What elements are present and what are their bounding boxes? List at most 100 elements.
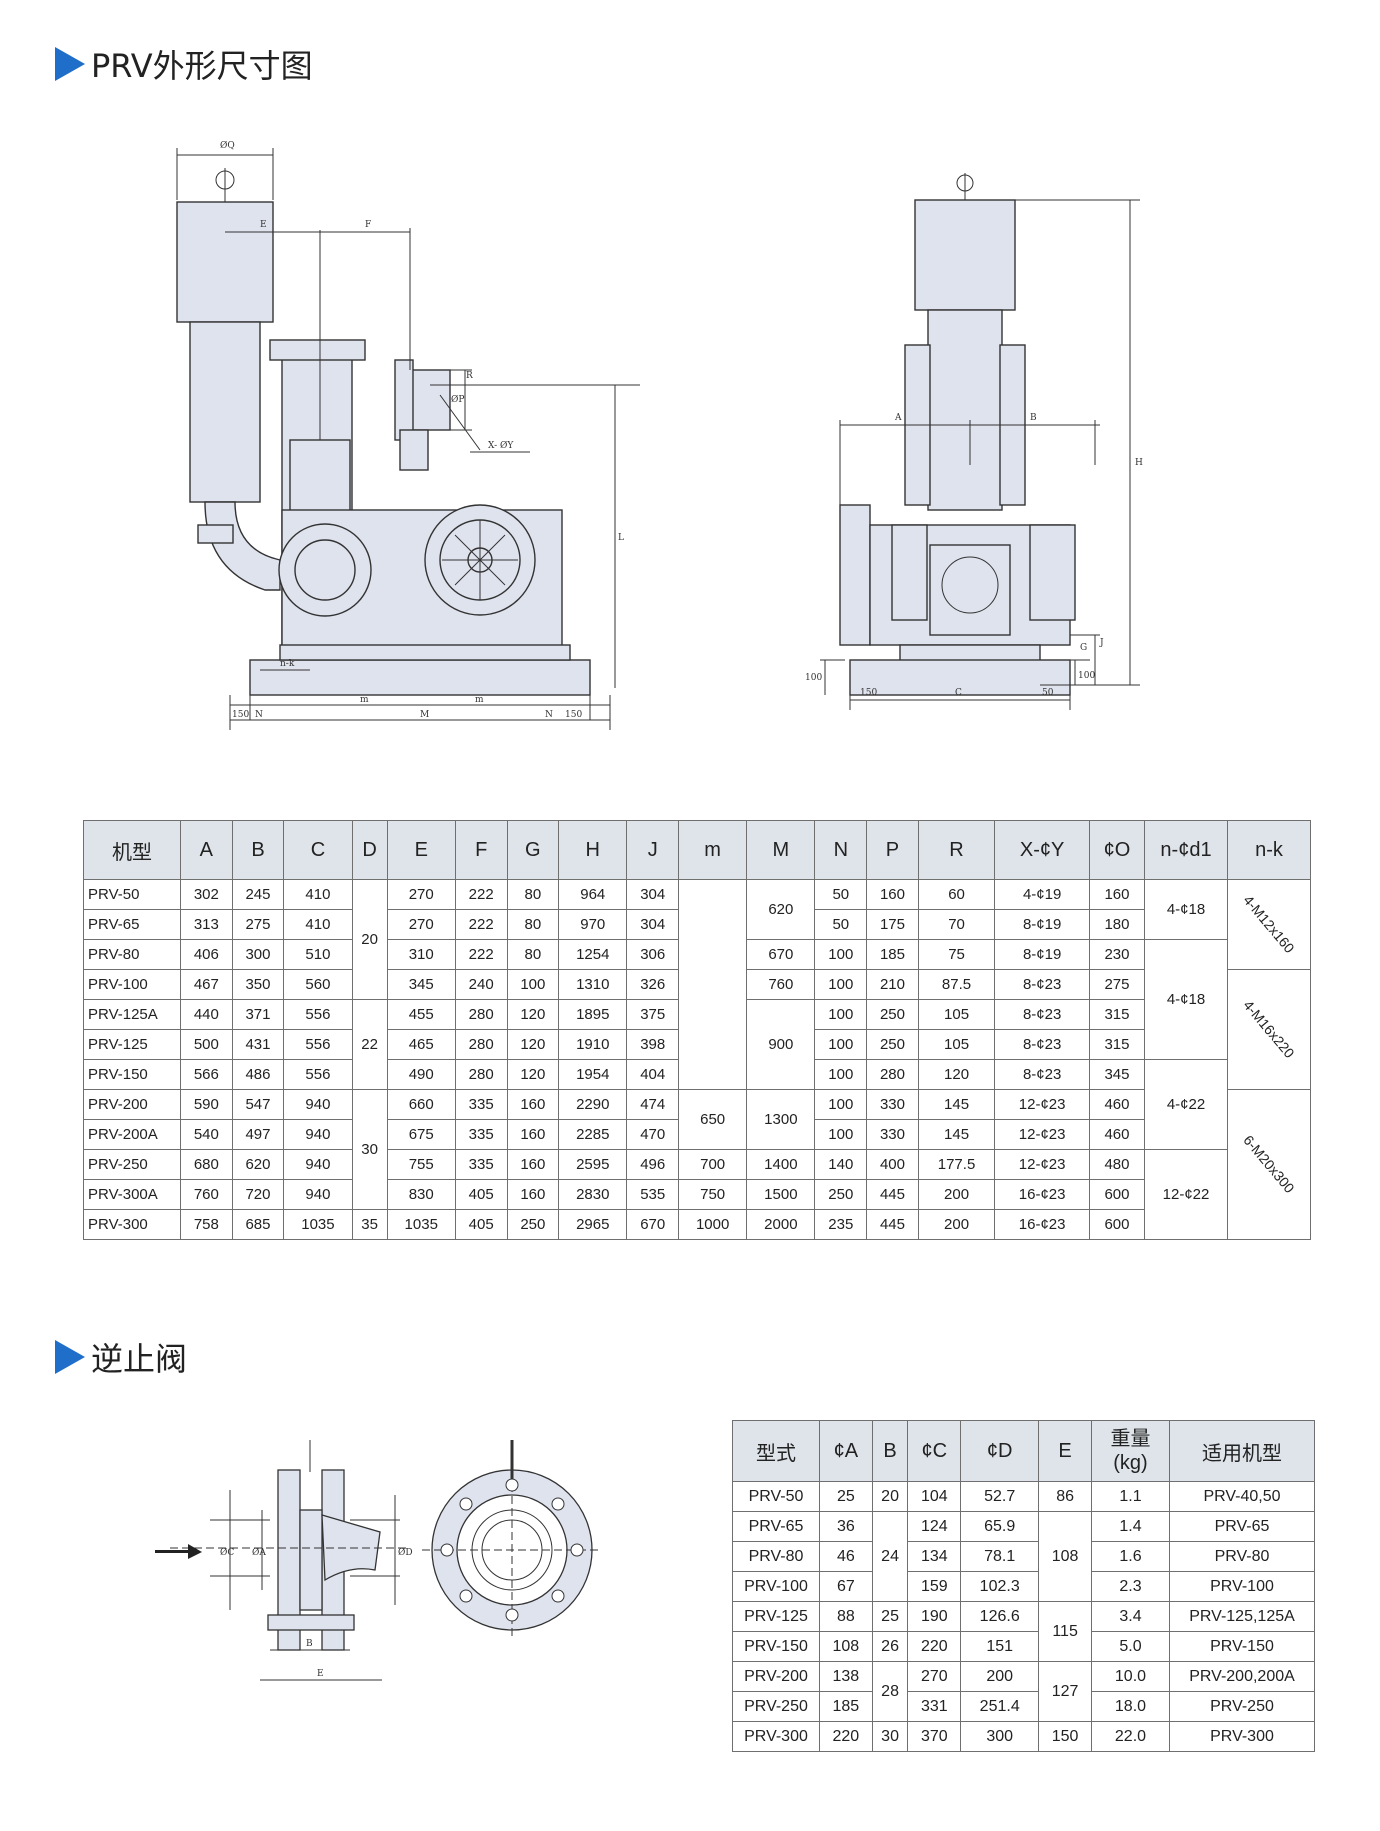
table-cell: 8-¢23 [994, 1059, 1090, 1090]
table-row: PRV-80 46 134 78.1 1.6 PRV-80 [732, 1541, 1315, 1572]
model-cell: PRV-300 [732, 1721, 820, 1752]
header-cell: n-¢d1 [1144, 820, 1228, 880]
table-cell: 2965 [558, 1209, 628, 1240]
label-L: L [618, 533, 624, 543]
table-cell: 36 [819, 1511, 873, 1542]
table-cell: 620 [231, 1149, 285, 1180]
table-cell: 680 [180, 1149, 233, 1180]
table-cell: 440 [180, 999, 233, 1030]
table-cell: 2.3 [1090, 1571, 1171, 1602]
table-cell: 1254 [558, 939, 628, 970]
table-cell: 460 [1088, 1119, 1146, 1150]
table-cell: 8-¢23 [994, 999, 1090, 1030]
table-cell-merged: 20 [351, 879, 388, 1000]
table-cell: 660 [386, 1089, 456, 1120]
table-cell: PRV-250 [1169, 1691, 1315, 1722]
table-cell: 675 [386, 1119, 456, 1150]
table-cell: 67 [819, 1571, 873, 1602]
table-cell: 50 [814, 879, 868, 910]
table-cell: 18.0 [1090, 1691, 1171, 1722]
nk-label: 4-M12x160 [1240, 892, 1298, 956]
table-cell: PRV-80 [1169, 1541, 1315, 1572]
table-cell-merged: 1500 [746, 1179, 816, 1210]
side-view-drawing: A B H G J 100 100 150 C 50 [805, 173, 1143, 710]
table-cell: 138 [819, 1661, 873, 1692]
header-cell: ¢D [960, 1420, 1040, 1482]
table-cell: 467 [180, 969, 233, 1000]
model-cell: PRV-250 [83, 1149, 181, 1180]
table-cell: 177.5 [917, 1149, 996, 1180]
model-cell: PRV-100 [83, 969, 181, 1000]
table-row: PRV-125A 440 371 556 22 455 280 120 1895… [83, 999, 1311, 1090]
table-cell-merged: 24 [871, 1511, 909, 1602]
table-cell: 160 [506, 1149, 560, 1180]
table-cell: PRV-300 [1169, 1721, 1315, 1752]
table-cell: 46 [819, 1541, 873, 1572]
label-C: C [955, 688, 962, 698]
table-cell-merged: 1000 [678, 1209, 748, 1240]
table-cell: 375 [626, 999, 680, 1030]
table-cell: 12-¢23 [994, 1149, 1090, 1180]
header-cell: B [231, 820, 285, 880]
label-xy: X- ØY [488, 440, 514, 451]
table-cell: 250 [506, 1209, 560, 1240]
table-cell: 65.9 [960, 1511, 1040, 1542]
table-cell: 280 [454, 999, 508, 1030]
table-cell: 3.4 [1090, 1601, 1171, 1632]
table-cell: 160 [506, 1089, 560, 1120]
table-cell: 100 [814, 1059, 868, 1090]
header-cell: B [871, 1420, 909, 1482]
dimensions-table: 机型 A B C D E F G H J m M N P R X-¢Y ¢O n… [83, 820, 1311, 1240]
table-cell: 1895 [558, 999, 628, 1030]
model-cell: PRV-300A [83, 1179, 181, 1210]
table-row: PRV-300 758 685 1035 35 1035 405 250 296… [83, 1209, 1311, 1240]
table-cell: 124 [907, 1511, 962, 1542]
table-cell: 445 [866, 1179, 919, 1210]
table-cell: 300 [231, 939, 285, 970]
table-cell: 465 [386, 1029, 456, 1060]
model-cell: PRV-125A [83, 999, 181, 1030]
table-cell: 404 [626, 1059, 680, 1090]
table-cell-merged: 150 [1038, 1721, 1092, 1752]
table-cell-merged: 620 [746, 879, 816, 940]
table-cell: 405 [454, 1179, 508, 1210]
table-cell-merged: 6-M20x300 [1227, 1089, 1311, 1240]
table-cell: 350 [231, 969, 285, 1000]
table-cell-merged: 650 [678, 1089, 748, 1150]
table-row: PRV-300 220 30 370 300 150 22.0 PRV-300 [732, 1721, 1315, 1752]
table-row: PRV-65 313 275 410 270 222 80 970 304 50… [83, 909, 1311, 940]
table-cell: 270 [907, 1661, 962, 1692]
table-cell-merged: 86 [1038, 1481, 1092, 1512]
table-cell: 200 [960, 1661, 1040, 1692]
table-cell: 160 [866, 879, 919, 910]
table-row: PRV-250 680 620 940 755 335 160 2595 496… [83, 1149, 1311, 1240]
table-cell: 160 [1088, 879, 1146, 910]
section-title-text: 逆止阀 [91, 1340, 188, 1378]
label-150-side: 150 [860, 688, 877, 698]
table-cell: 474 [626, 1089, 680, 1120]
table-cell: 500 [180, 1029, 233, 1060]
dimensions-header-row: 机型 A B C D E F G H J m M N P R X-¢Y ¢O n… [83, 820, 1311, 880]
header-cell: 适用机型 [1169, 1420, 1315, 1482]
table-cell: 547 [231, 1089, 285, 1120]
table-row: PRV-50 25 20 104 52.7 86 1.1 PRV-40,50 [732, 1481, 1315, 1512]
triangle-bullet-icon [55, 47, 85, 81]
table-cell: 480 [1088, 1149, 1146, 1180]
table-cell: 230 [1088, 939, 1146, 970]
table-cell-merged: 26 [871, 1631, 909, 1662]
label-m1: m [360, 695, 369, 705]
table-cell: 80 [506, 879, 560, 910]
table-cell: 80 [506, 909, 560, 940]
table-cell: 2285 [558, 1119, 628, 1150]
table-cell: 160 [506, 1119, 560, 1150]
table-cell: 134 [907, 1541, 962, 1572]
section-title-text: PRV外形尺寸图 [91, 47, 313, 85]
table-cell: 670 [626, 1209, 680, 1240]
table-cell: 760 [180, 1179, 233, 1210]
label-R: R [466, 371, 473, 381]
header-cell: C [283, 820, 353, 880]
label-phiP: ØP [451, 394, 464, 405]
model-cell: PRV-250 [732, 1691, 820, 1722]
table-cell: 175 [866, 909, 919, 940]
header-cell: X-¢Y [994, 820, 1090, 880]
